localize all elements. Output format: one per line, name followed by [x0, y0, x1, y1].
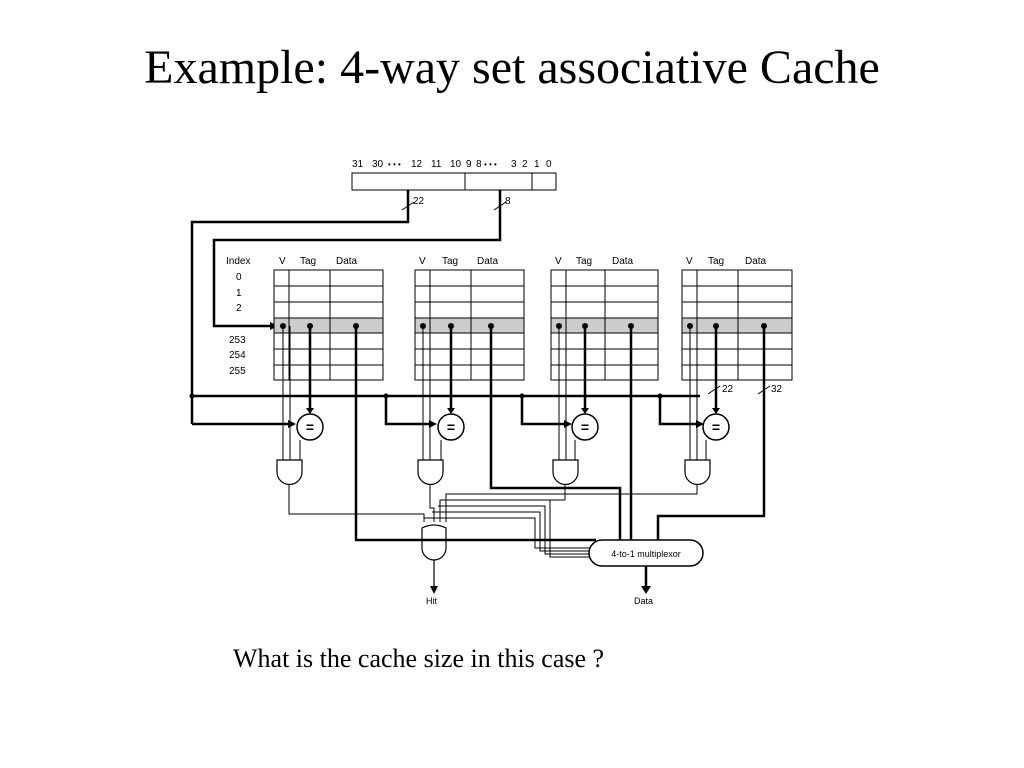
addr-bit-11: 11 — [431, 159, 442, 170]
way1-data-header: Data — [336, 256, 358, 267]
cache-way-4: V Tag Data — [681, 256, 793, 381]
mux-select-lines — [424, 499, 590, 558]
and-gate-1 — [276, 459, 303, 486]
or-gate — [421, 524, 447, 561]
data-lines — [354, 326, 766, 542]
addr-bit-12: 12 — [411, 159, 423, 170]
cache-way-3: V Tag Data — [550, 256, 659, 381]
addr-bit-1: 1 — [534, 159, 540, 170]
and-gate-3 — [552, 459, 579, 486]
comparator-2-symbol: = — [447, 419, 455, 435]
way2-data-header: Data — [477, 256, 499, 267]
comparator-3-symbol: = — [581, 419, 589, 435]
comparators: = = = = — [296, 413, 730, 441]
addr-dots-2: • • • — [484, 160, 497, 169]
tag-compare-bus — [192, 394, 700, 426]
addr-bit-10: 10 — [450, 159, 462, 170]
address-register: 31 30 • • • 12 11 10 9 8 • • • 3 2 1 0 — [351, 159, 557, 191]
data-bus-width-label: 32 — [771, 384, 783, 395]
comparator-1 — [296, 413, 324, 441]
way4-tag-header: Tag — [708, 256, 724, 267]
way2-tag-header: Tag — [442, 256, 458, 267]
valid-lines — [282, 326, 707, 460]
addr-bit-0: 0 — [546, 159, 552, 170]
way3-data-header: Data — [612, 256, 634, 267]
index-width-label: 8 — [505, 196, 511, 207]
cache-diagram: 31 30 • • • 12 11 10 9 8 • • • 3 2 1 0 2… — [189, 159, 793, 606]
and-gates — [276, 459, 711, 486]
question-text: What is the cache size in this case ? — [233, 644, 605, 673]
way3-v-header: V — [555, 256, 562, 267]
way2-selected-row — [415, 318, 524, 333]
index-header: Index — [226, 256, 250, 267]
index-1: 1 — [236, 288, 242, 299]
index-0: 0 — [236, 272, 242, 283]
slide-title: Example: 4-way set associative Cache — [144, 41, 880, 94]
addr-bit-2: 2 — [522, 159, 528, 170]
index-255: 255 — [229, 366, 246, 377]
hit-label: Hit — [426, 596, 437, 606]
way-tag-lines — [308, 326, 718, 410]
cache-way-1: V Tag Data — [273, 256, 384, 381]
addr-dots-1: • • • — [388, 160, 401, 169]
index-column: Index 0 1 2 253 254 255 — [226, 256, 250, 377]
addr-bit-31: 31 — [352, 159, 364, 170]
way4-selected-row — [682, 318, 792, 333]
addr-bit-8: 8 — [476, 159, 482, 170]
way4-v-header: V — [686, 256, 693, 267]
addr-bit-3: 3 — [511, 159, 517, 170]
cache-way-2: V Tag Data — [414, 256, 525, 381]
hit-lines — [288, 484, 698, 522]
index-254: 254 — [229, 350, 246, 361]
way4-data-header: Data — [745, 256, 767, 267]
addr-bit-30: 30 — [372, 159, 384, 170]
comparator-3 — [571, 413, 599, 441]
way1-v-header: V — [279, 256, 286, 267]
mux-label: 4-to-1 multiplexor — [611, 549, 681, 559]
comparator-2 — [437, 413, 465, 441]
index-253: 253 — [229, 335, 246, 346]
way3-tag-header: Tag — [576, 256, 592, 267]
and-gate-4 — [684, 459, 711, 486]
way2-v-header: V — [419, 256, 426, 267]
comparator-1-symbol: = — [306, 419, 314, 435]
way1-tag-header: Tag — [300, 256, 316, 267]
comparator-4-symbol: = — [712, 419, 720, 435]
index-2: 2 — [236, 303, 242, 314]
tag-bus-width-label: 22 — [722, 384, 734, 395]
tag-width-label: 22 — [413, 196, 425, 207]
addr-bit-9: 9 — [466, 159, 472, 170]
data-out-label: Data — [634, 596, 653, 606]
comparator-4 — [702, 413, 730, 441]
and-gate-2 — [417, 459, 444, 486]
